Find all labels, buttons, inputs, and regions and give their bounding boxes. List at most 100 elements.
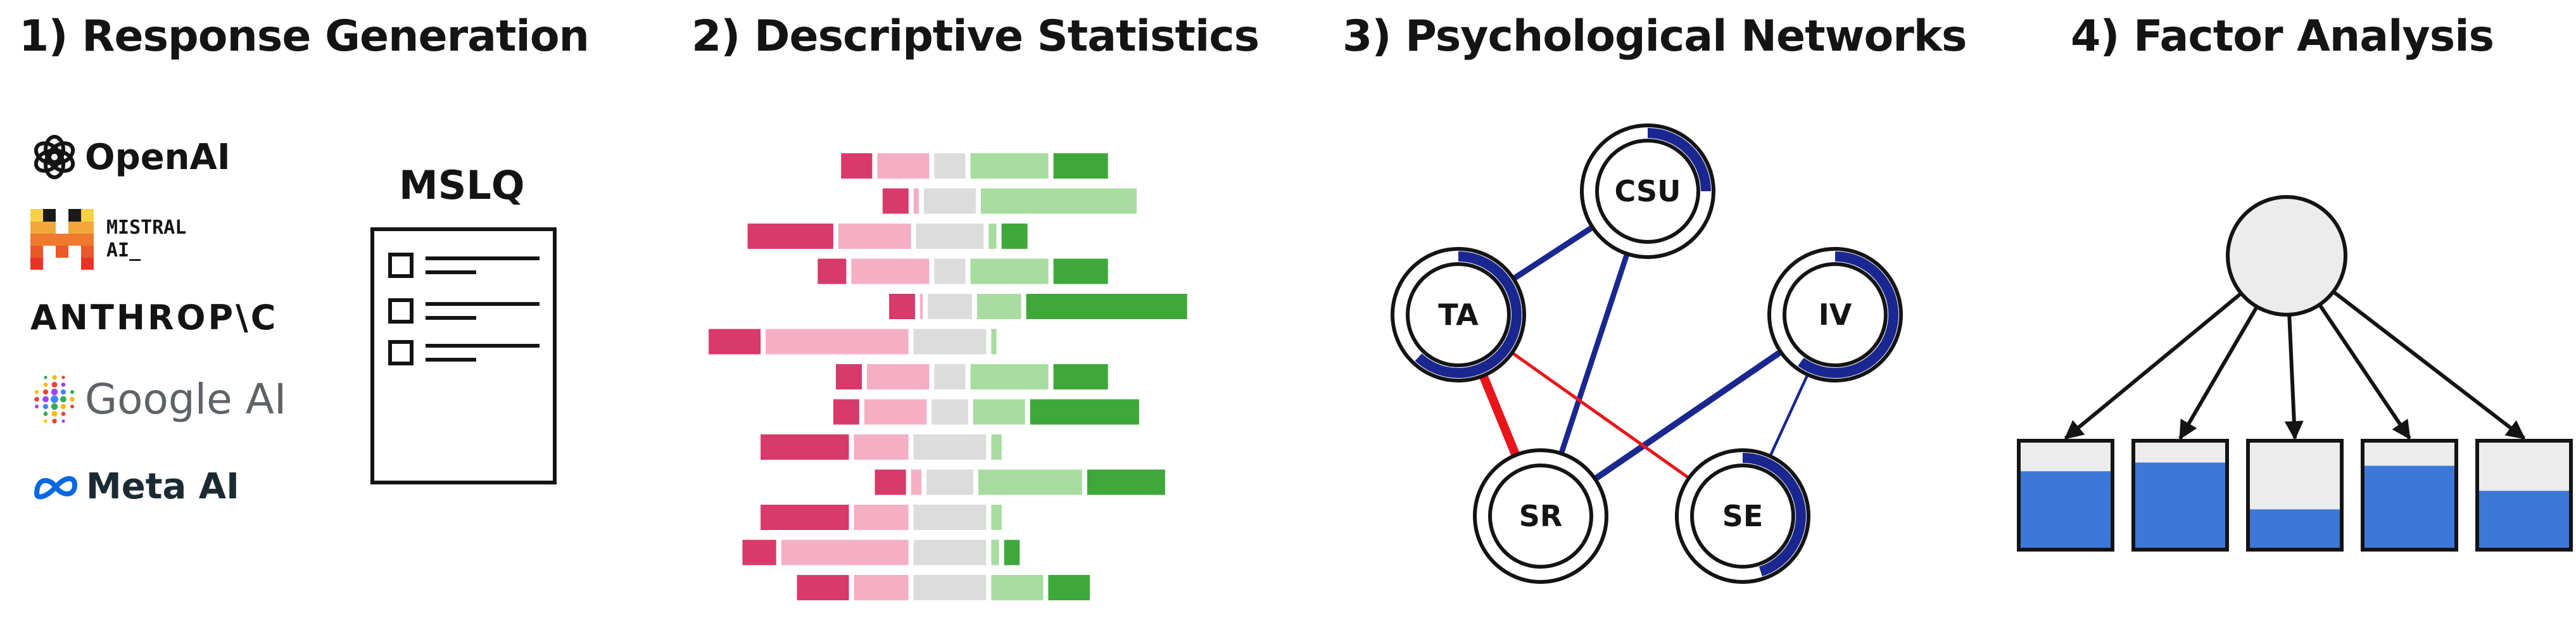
network-node: TA xyxy=(1391,247,1526,382)
likert-segment xyxy=(867,364,930,389)
network-node: SE xyxy=(1675,448,1810,584)
likert-segment xyxy=(928,294,972,319)
likert-segment xyxy=(761,434,849,460)
google-dot xyxy=(60,396,66,403)
indicator-fill xyxy=(2477,491,2571,550)
likert-segment xyxy=(841,153,873,179)
panel-title: 3) Psychological Networks xyxy=(1342,11,1967,61)
panel-factor-analysis: 4) Factor Analysis xyxy=(1988,0,2576,644)
provider-name: ANTHROP\C xyxy=(30,298,279,338)
likert-segment xyxy=(913,575,987,600)
questionnaire-document xyxy=(370,227,557,484)
likert-segment xyxy=(934,364,966,389)
loading-arrow xyxy=(2332,290,2526,440)
google-dot xyxy=(51,395,58,403)
google-dot xyxy=(60,389,66,395)
likert-segment xyxy=(1087,469,1165,495)
provider-openai: OpenAI xyxy=(30,133,230,181)
likert-segment xyxy=(1001,224,1028,249)
likert-segment xyxy=(838,224,911,249)
likert-segment xyxy=(797,575,849,600)
google-dot xyxy=(61,382,66,387)
google-dot xyxy=(61,419,65,423)
provider-mistral: MISTRAL AI_ xyxy=(30,209,186,270)
likert-segment xyxy=(913,540,987,565)
likert-segment xyxy=(781,540,909,565)
indicator-box xyxy=(2017,439,2114,552)
node-pie-arc xyxy=(1415,251,1522,378)
openai-knot-icon xyxy=(34,135,75,179)
likert-segment xyxy=(991,505,1002,530)
google-dot xyxy=(44,376,47,379)
likert-segment xyxy=(913,329,987,355)
loading-arrow xyxy=(2178,305,2259,440)
likert-segment xyxy=(882,188,909,214)
google-dot xyxy=(70,389,75,395)
google-dot xyxy=(51,382,58,388)
google-dot xyxy=(51,411,58,417)
likert-segment xyxy=(991,329,997,355)
likert-segment xyxy=(924,188,976,214)
mistral-pixel-m-icon xyxy=(30,209,94,270)
likert-segment xyxy=(934,153,966,179)
google-dot xyxy=(51,403,58,410)
google-dot xyxy=(61,412,66,416)
node-label: TA xyxy=(1438,298,1479,332)
mistral-line-1: MISTRAL xyxy=(106,217,187,239)
google-dot xyxy=(70,396,75,402)
likert-segment xyxy=(911,469,922,495)
panel-title: 2) Descriptive Statistics xyxy=(691,11,1260,61)
google-dot xyxy=(42,403,49,410)
questionnaire-label: MSLQ xyxy=(399,162,525,208)
google-dot xyxy=(42,389,49,395)
likert-segment xyxy=(920,294,923,319)
likert-segment xyxy=(1053,258,1108,284)
checklist-item xyxy=(388,253,540,278)
likert-segment xyxy=(970,364,1049,389)
indicator-box xyxy=(2361,439,2458,552)
google-ai-dots-icon xyxy=(34,375,75,424)
google-dot xyxy=(51,388,58,396)
likert-segment xyxy=(978,469,1082,495)
indicator-fill xyxy=(2133,462,2227,550)
likert-segment xyxy=(991,540,999,565)
google-dot xyxy=(42,396,49,403)
likert-segment xyxy=(854,575,909,600)
network-node: CSU xyxy=(1580,123,1715,259)
node-pie-arc xyxy=(1647,128,1711,192)
google-dot xyxy=(61,376,65,379)
provider-meta: Meta AI xyxy=(30,466,239,507)
likert-segment xyxy=(1004,540,1020,565)
likert-segment xyxy=(864,399,927,425)
google-dot xyxy=(34,396,39,402)
likert-segment xyxy=(988,224,997,249)
loading-arrow xyxy=(2318,303,2411,440)
panel-response-generation: 1) Response Generation OpenAI xyxy=(0,0,608,644)
provider-name: MISTRAL AI_ xyxy=(106,217,186,262)
node-label: IV xyxy=(1819,298,1852,332)
indicator-box xyxy=(2246,439,2344,552)
likert-segment xyxy=(1053,364,1108,389)
likert-segment xyxy=(916,224,984,249)
node-label: SE xyxy=(1722,499,1764,533)
likert-segment xyxy=(926,469,973,495)
meta-infinity-icon xyxy=(34,476,77,499)
google-dot xyxy=(70,404,75,409)
panel-title: 4) Factor Analysis xyxy=(2071,11,2494,61)
likert-segment xyxy=(877,153,930,179)
likert-segment xyxy=(851,258,930,284)
loading-arrow xyxy=(2284,314,2304,440)
google-dot xyxy=(52,419,57,424)
likert-segment xyxy=(913,434,987,460)
likert-segment xyxy=(934,258,966,284)
indicator-fill xyxy=(2248,509,2342,550)
likert-segment xyxy=(854,505,909,530)
indicator-fill xyxy=(2019,471,2112,550)
likert-segment xyxy=(889,294,916,319)
likert-segment xyxy=(709,329,761,355)
provider-name: OpenAI xyxy=(85,136,230,178)
google-dot xyxy=(60,403,66,410)
likert-segment xyxy=(833,399,859,425)
